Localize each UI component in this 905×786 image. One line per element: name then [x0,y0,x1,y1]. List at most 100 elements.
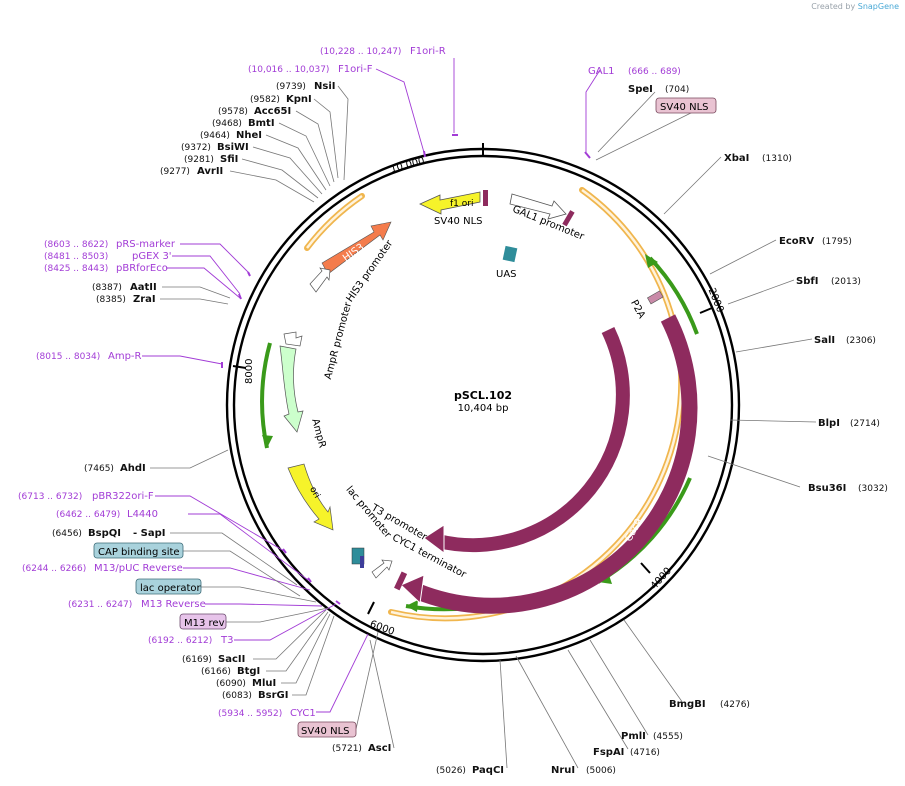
p2a-feature [647,290,664,305]
map-element [313,98,339,179]
enzyme-name-sbfi: SbfI [796,276,818,287]
enzyme-name-sacii: SacII [218,654,245,665]
enzyme-pos-zrai: (8385) [96,295,126,305]
enzyme-name-bspqi: BspQI [88,528,121,539]
primer-name-l4440: L4440 [127,509,158,520]
enzyme-pos-bmgbi: (4276) [720,700,750,710]
orange-feature-arc-his3-core [306,194,363,249]
map-element [707,455,801,488]
enzyme-name-sapi: - SapI [133,528,165,539]
credit-prefix: Created by [811,2,856,11]
enzyme-name-aatii: AatII [130,282,157,293]
enzyme-labels: (9739) NsiI (9582) KpnI (9578) Acc65I (9… [52,81,888,776]
map-element [585,69,601,152]
map-element [623,619,684,704]
map-element [160,298,229,305]
enzyme-pos-nhei: (9464) [200,131,230,141]
uas-feature [502,245,518,263]
primer-pos-t3: (6192 .. 6212) [148,636,212,646]
primer-name-m13-reverse: M13 Reverse [141,599,206,610]
feature-label-p2a: P2A [628,298,647,320]
enzyme-name-bsrgi: BsrGI [258,690,288,701]
plasmid-length: 10,404 bp [458,403,509,414]
feature-label-uas: UAS [496,269,517,280]
map-element [142,355,223,365]
enzyme-name-bsu36i: Bsu36I [808,483,846,494]
feature-label-ampr-promoter: AmpR promoter [323,300,354,380]
enzyme-pos-asci: (5721) [332,744,362,754]
gal1-promoter-arrow [509,193,567,220]
enzyme-name-nsii: NsiI [314,81,335,92]
map-element [241,158,319,199]
primer-name-amp-r: Amp-R [108,351,142,362]
primer-pos-cyc1: (5934 .. 5952) [218,709,282,719]
enzyme-name-xbai: XbaI [724,153,749,164]
primer-labels: (10,228 .. 10,247) F1ori-R (10,016 .. 10… [18,46,681,719]
map-element [281,613,331,684]
enzyme-pos-ecorv: (1795) [822,237,852,247]
box-m13-rev [179,613,227,630]
enzyme-name-avrii: AvrII [197,166,223,177]
primer-pos-f1ori-f: (10,016 .. 10,037) [248,65,329,75]
map-element [266,611,329,672]
box-leaders [180,105,706,730]
map-element [155,495,285,552]
map-element [278,122,331,187]
map-element [597,91,656,153]
ampr-arrow [279,345,304,433]
map-element [205,603,323,607]
map-element [316,633,369,713]
enzyme-name-ahdi: AhdI [120,463,146,474]
feature-label-ampr: AmpR [309,418,327,450]
enzyme-name-nrui: NruI [551,765,575,776]
his3-promoter-arrow [309,267,331,293]
box-label-lac-operator: lac operator [140,583,201,594]
map-element [229,170,315,203]
primer-pos-prs-marker: (8603 .. 8622) [44,240,108,250]
map-element [292,615,335,696]
enzyme-name-sfii: SfiI [220,154,238,165]
enzyme-pos-kpni: (9582) [250,95,280,105]
snapgene-credit: Created by SnapGene [811,2,899,11]
map-element [180,550,301,597]
primer-pos-amp-r: (8015 .. 8034) [36,352,100,362]
enzyme-name-nhei: NheI [236,130,262,141]
map-element [252,146,323,195]
ampr-promoter-arrow [283,331,303,347]
primer-name-f1ori-f: F1ori-F [338,64,373,75]
map-element [253,609,327,660]
map-element [729,419,817,423]
enzyme-pos-nrui: (5006) [586,766,616,776]
enzyme-name-btgi: BtgI [237,666,260,677]
enzyme-name-pmli: PmlI [621,731,646,742]
enzyme-pos-sacii: (6169) [182,655,212,665]
enzyme-name-mlui: MluI [252,678,276,689]
cyc1-terminator-arrow [371,559,393,579]
map-element [567,649,629,750]
feature-label-sv40-nls-top: SV40 NLS [434,216,483,227]
his3-arrow [321,221,392,275]
map-element [234,603,337,641]
enzyme-leaders [150,85,817,769]
enzyme-name-spei: SpeI [628,84,653,95]
map-element [170,532,298,586]
primer-pos-l4440: (6462 .. 6479) [56,510,120,520]
primer-name-t3: T3 [220,635,233,646]
scale-ticks [232,143,713,615]
map-element [172,255,241,295]
enzyme-pos-bsu36i: (3032) [858,484,888,494]
map-element [709,239,777,275]
box-label-m13-rev: M13 rev [184,618,225,629]
snapgene-logo: SnapGene [857,2,899,11]
primer-name-prs-marker: pRS-marker [116,239,176,250]
primer-pos-pbrforeco: (8425 .. 8443) [44,264,108,274]
map-element [369,639,395,749]
enzyme-pos-sali: (2306) [846,336,876,346]
map-element [200,586,317,603]
enzyme-name-blpi: BlpI [818,418,840,429]
enzyme-pos-aatii: (8387) [92,283,122,293]
enzyme-pos-bsrgi: (6083) [222,691,252,701]
enzyme-pos-ahdi: (7465) [84,464,114,474]
enzyme-name-bmti: BmtI [248,118,275,129]
